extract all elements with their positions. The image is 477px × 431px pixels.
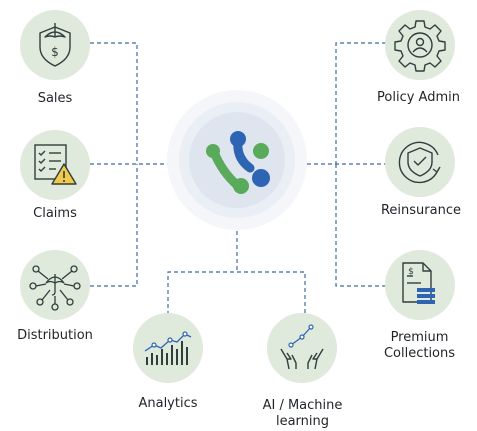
node-policy-admin[interactable] xyxy=(385,10,455,80)
hub-logo-icon xyxy=(206,131,270,194)
label-reinsurance: Reinsurance xyxy=(380,203,461,218)
label-analytics: Analytics xyxy=(138,396,198,411)
document-dollar-cash-icon: $ xyxy=(402,262,435,304)
label-sales: Sales xyxy=(37,91,73,106)
node-premium-collections[interactable]: $ xyxy=(385,250,455,320)
label-ai-ml: AI / Machine learning xyxy=(245,398,360,430)
node-claims[interactable] xyxy=(20,130,90,200)
connector-sales xyxy=(90,42,138,164)
connector-premium xyxy=(335,164,386,287)
hands-network-icon xyxy=(280,324,324,370)
gear-user-icon xyxy=(394,20,446,72)
bar-line-chart-icon xyxy=(144,331,192,365)
label-ai-line1: AI / Machine xyxy=(262,398,343,413)
label-policy-admin: Policy Admin xyxy=(377,90,460,105)
node-distribution[interactable] xyxy=(20,250,90,320)
node-reinsurance[interactable] xyxy=(385,127,455,197)
shield-check-cycle-icon xyxy=(398,141,441,184)
label-premium-line1: Premium xyxy=(390,330,449,345)
svg-text:$: $ xyxy=(51,45,59,59)
label-distribution: Distribution xyxy=(17,328,93,343)
hub xyxy=(167,90,307,230)
label-claims: Claims xyxy=(33,206,77,221)
svg-text:$: $ xyxy=(408,267,414,277)
node-ai-ml[interactable] xyxy=(267,313,337,383)
label-premium-collections: Premium Collections xyxy=(362,330,477,362)
shield-dollar-umbrella-icon: $ xyxy=(39,23,71,67)
connector-analytics xyxy=(167,271,306,315)
umbrella-network-icon xyxy=(29,265,81,311)
node-sales[interactable]: $ xyxy=(20,10,90,80)
connector-distribution xyxy=(90,164,138,287)
node-analytics[interactable] xyxy=(133,313,203,383)
label-ai-line2: learning xyxy=(275,414,330,429)
connector-policy-admin xyxy=(335,42,386,164)
label-premium-line2: Collections xyxy=(383,346,456,361)
checklist-warning-icon xyxy=(34,144,77,185)
